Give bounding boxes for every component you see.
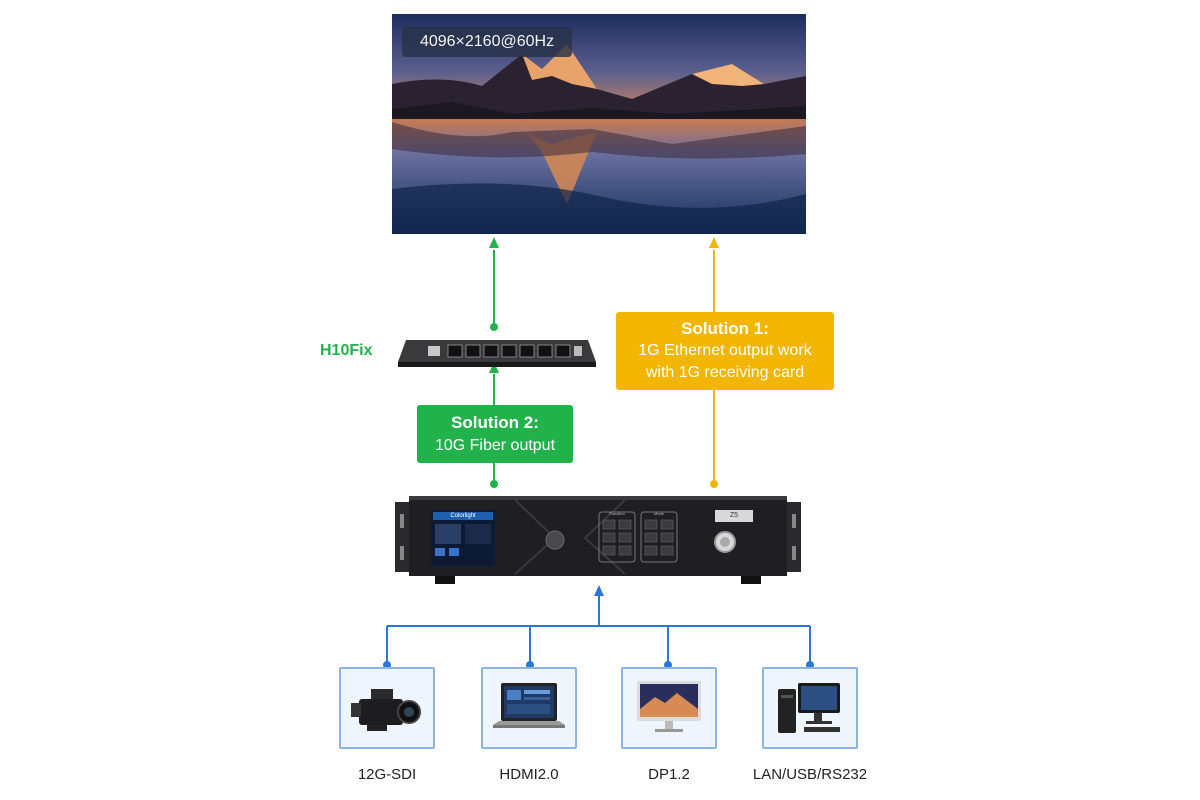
switch-label: H10Fix <box>320 342 373 359</box>
solution-1-line-2: with 1G receiving card <box>645 364 805 381</box>
laptop-icon <box>493 683 565 728</box>
video-processor: Colorlight Z5 Function Mode <box>395 494 801 586</box>
source-sdi-box <box>339 667 435 749</box>
network-switch-device <box>398 340 596 367</box>
source-lan-label: LAN/USB/RS232 <box>752 766 868 783</box>
blue-input-bus <box>383 585 814 669</box>
solution-1-line-1: 1G Ethernet output work <box>638 342 812 359</box>
mountain-lake-image <box>392 14 806 234</box>
resolution-badge: 4096×2160@60Hz <box>402 27 572 57</box>
source-sdi-label: 12G-SDI <box>357 766 417 783</box>
source-lan-box <box>762 667 858 749</box>
processor-brand: Colorlight <box>450 513 476 519</box>
source-dp-box <box>621 667 717 749</box>
solution-1-callout: Solution 1: 1G Ethernet output work with… <box>616 312 834 390</box>
solution-2-callout: Solution 2: 10G Fiber output <box>417 405 573 463</box>
solution-2-title: Solution 2: <box>451 413 539 432</box>
source-dp-label: DP1.2 <box>648 766 690 783</box>
processor-model: Z5 <box>729 512 739 519</box>
camcorder-icon <box>351 689 421 731</box>
desktop-pc-icon <box>778 683 840 733</box>
green-fiber-line <box>489 237 499 488</box>
function-panel-label: Function <box>609 511 625 516</box>
led-display-screen <box>392 14 806 234</box>
solution-2-line-1: 10G Fiber output <box>434 437 556 454</box>
source-hdmi-box <box>481 667 577 749</box>
source-hdmi-label: HDMI2.0 <box>499 766 559 783</box>
solution-1-title: Solution 1: <box>681 319 769 338</box>
monitor-icon <box>637 681 701 732</box>
mode-panel-label: Mode <box>653 511 664 516</box>
yellow-ethernet-line <box>709 237 719 488</box>
